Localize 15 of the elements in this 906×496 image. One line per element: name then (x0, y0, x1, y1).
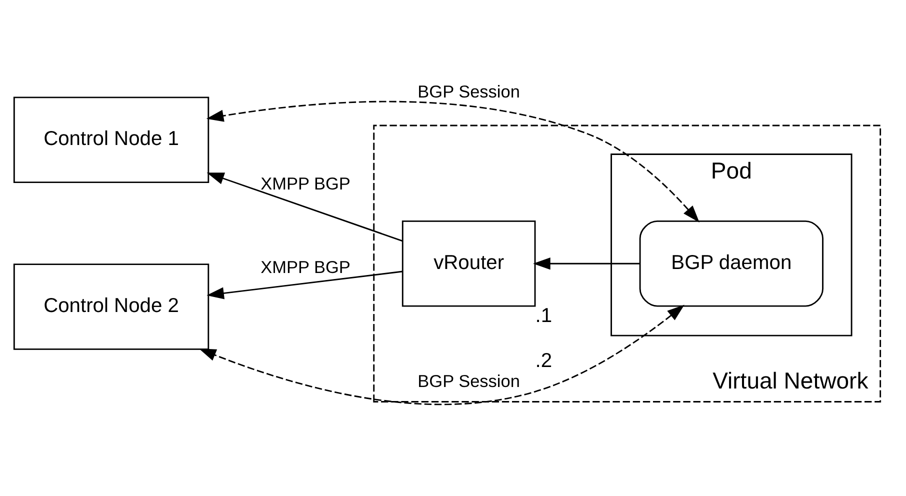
arrow (533, 257, 640, 270)
edge-label: BGP Session (418, 81, 520, 102)
node-label: .1 (535, 304, 552, 327)
node-box: vRouter (402, 220, 536, 306)
arrow (206, 100, 700, 222)
arrow (198, 304, 684, 404)
node-box: BGP daemon (639, 220, 824, 306)
node-box: Control Node 1 (13, 96, 210, 183)
node-label: .2 (535, 349, 552, 372)
edge-label: XMPP BGP (260, 173, 350, 194)
arrow (206, 172, 403, 242)
node-box: Control Node 2 (13, 263, 210, 350)
edge-label: BGP Session (418, 370, 520, 390)
arrow (206, 270, 402, 299)
edge-label: XMPP BGP (260, 256, 350, 277)
